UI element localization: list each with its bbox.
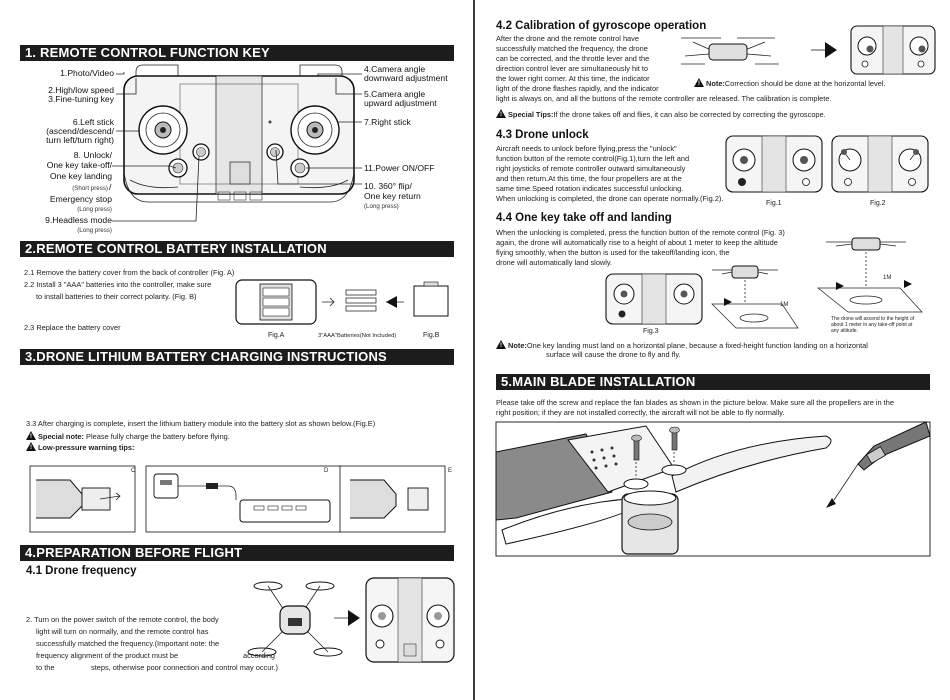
fig-c-caption: C [131,468,136,474]
label-long-press-3: (Long press) [364,203,399,210]
gyro-special-tips: Special Tips:If the drone takes off and … [496,109,826,121]
section-blade-install-title: 5.MAIN BLADE INSTALLATION [496,374,930,390]
label-flip: 10. 360° flip/ [364,181,412,191]
unlock-p3: right joysticks of remote controller out… [496,164,686,173]
label-slash: / [109,182,112,192]
label-one-key-return: One key return [364,191,421,201]
label-left-stick: 6.Left stick [72,117,114,127]
blade-p1: Please take off the screw and replace th… [496,398,894,407]
fig-a-caption: Fig.A [268,332,285,339]
label-photo-video: 1.Photo/Video [60,68,114,78]
gyro-p4: direction control lever are simultaneous… [496,64,648,73]
fig-3-caption: Fig.3 [643,328,659,335]
ascend-note-3: any altitude. [831,328,858,334]
fig-b-caption: Fig.B [423,332,440,339]
battery-step-2a: 2.2 Install 3 "AAA" batteries into the c… [24,280,212,289]
section-battery-install-title: 2.REMOTE CONTROL BATTERY INSTALLATION [20,241,454,257]
warning-icon [496,340,506,352]
battery-install-illustration [235,279,449,325]
gyro-calibration-title: 4.2 Calibration of gyroscope operation [496,20,707,32]
frequency-step-2c: successfully matched the frequency.(Impo… [36,639,220,648]
charging-illustration [29,465,446,533]
section-preparation-title: 4.PREPARATION BEFORE FLIGHT [20,545,454,561]
battery-step-3: 2.3 Replace the battery cover [24,323,121,332]
blade-p2: right position; if they are not installe… [496,408,785,417]
page-divider [473,0,475,700]
takeoff-p1: When the unlocking is completed, press t… [496,228,785,237]
unlock-p1: Aircraft needs to unlock before flying,p… [496,144,677,153]
takeoff-p3: flying smoothly, when the button is used… [496,248,730,257]
warning-icon [496,109,506,121]
fig-e-caption: E [448,468,453,474]
label-unlock: 8. Unlock/ [73,150,112,160]
label-power: 11.Power ON/OFF [364,163,435,173]
label-camera-up-1: 5.Camera angle [364,89,426,99]
label-fine-tuning: 3.Fine-tuning key [48,94,114,104]
gyro-p2: successfully matched the frequency, the … [496,44,648,53]
special-note: Special note: Please fully charge the ba… [26,431,230,443]
battery-step-2b: to install batteries to their correct po… [36,292,197,301]
label-camera-down-1: 4.Camera angle [364,64,426,74]
drone-frequency-illustration [247,577,455,663]
one-meter-label-b: 1M [780,302,789,308]
gyro-p7: light is always on, and all the buttons … [496,94,832,103]
unlock-p5: same time.Speed rotation indicates succe… [496,184,684,193]
landing-note-2: surface will cause the drone to fly and … [546,350,681,359]
label-long-press-2: (Long press) [77,227,112,234]
takeoff-p2: again, the drone will automatically rise… [496,238,778,247]
warning-icon [26,431,36,443]
callout-lines [112,72,362,222]
remote-controller-diagram [123,64,355,203]
low-pressure-tips: Low-pressure warning tips: [26,442,135,454]
frequency-step-2a: 2. Turn on the power switch of the remot… [26,615,219,624]
takeoff-p4: drone will automatically land slowly. [496,258,613,267]
label-left-stick-desc-2: turn left/turn right) [46,135,114,145]
fig-d-caption: D [324,468,329,474]
gyro-note: Note:Correction should be done at the ho… [694,78,886,90]
frequency-step-2d: frequency alignment of the product must … [36,651,179,660]
label-camera-up-2: upward adjustment [364,98,437,108]
frequency-step-2e: to the [36,663,55,672]
label-landing: One key landing [49,171,112,181]
drone-frequency-title: 4.1 Drone frequency [26,565,137,577]
frequency-step-2e-tail: steps, otherwise poor connection and con… [91,663,278,672]
label-long-press-1: (Long press) [77,206,112,213]
gyro-p5: the lower right corner. At this time, th… [496,74,650,83]
fig-2-caption: Fig.2 [870,200,886,207]
batteries-caption: 3"AAA"Batteries(Not Included) [318,333,397,339]
charging-step-3: 3.3 After charging is complete, insert t… [26,419,376,428]
label-left-stick-desc-1: (ascend/descend/ [46,126,114,136]
warning-icon [26,442,36,454]
warning-icon [694,78,704,90]
section-charging-title: 3.DRONE LITHIUM BATTERY CHARGING INSTRUC… [20,349,454,365]
label-high-low-speed: 2.High/low speed [48,85,114,95]
unlock-p2: function button of the remote control(Fi… [496,154,690,163]
gyro-p6: light of the drone flashes rapidly, and … [496,84,659,93]
drone-unlock-title: 4.3 Drone unlock [496,129,589,141]
gyro-p3: can be corrected, and the throttle lever… [496,54,650,63]
label-short-press: (Short press) [72,185,108,192]
unlock-p6: When unlocking is completed, the drone c… [496,194,724,203]
takeoff-landing-title: 4.4 One key take off and landing [496,212,672,224]
label-right-stick: 7.Right stick [364,117,411,127]
frequency-step-2d-tail: according [243,651,276,660]
fig-1-caption: Fig.1 [766,200,782,207]
label-take-off: One key take-off/ [46,160,112,170]
takeoff-illustration [605,237,923,329]
label-headless: 9.Headless mode [45,215,112,225]
ascend-note-2: about 1 meter in any take-off point at [831,322,913,328]
landing-note: Note:One key landing must land on a hori… [496,340,868,352]
unlock-p4: and then return.At this time, the four p… [496,174,682,183]
blade-install-illustration [495,421,931,557]
frequency-step-2b: light will turn on normally, and the rem… [36,627,209,636]
unlock-illustration [725,135,929,193]
label-camera-down-2: downward adjustment [364,73,448,83]
section-remote-function-title: 1. REMOTE CONTROL FUNCTION KEY [20,45,454,61]
label-emergency-stop: Emergency stop [49,194,112,204]
battery-step-1: 2.1 Remove the battery cover from the ba… [24,268,235,277]
ascend-note-1: The drone will ascend to the height of [831,316,915,322]
gyro-p1: After the drone and the remote control h… [496,34,639,43]
gyro-illustration [681,25,936,75]
one-meter-label-a: 1M [883,275,892,281]
